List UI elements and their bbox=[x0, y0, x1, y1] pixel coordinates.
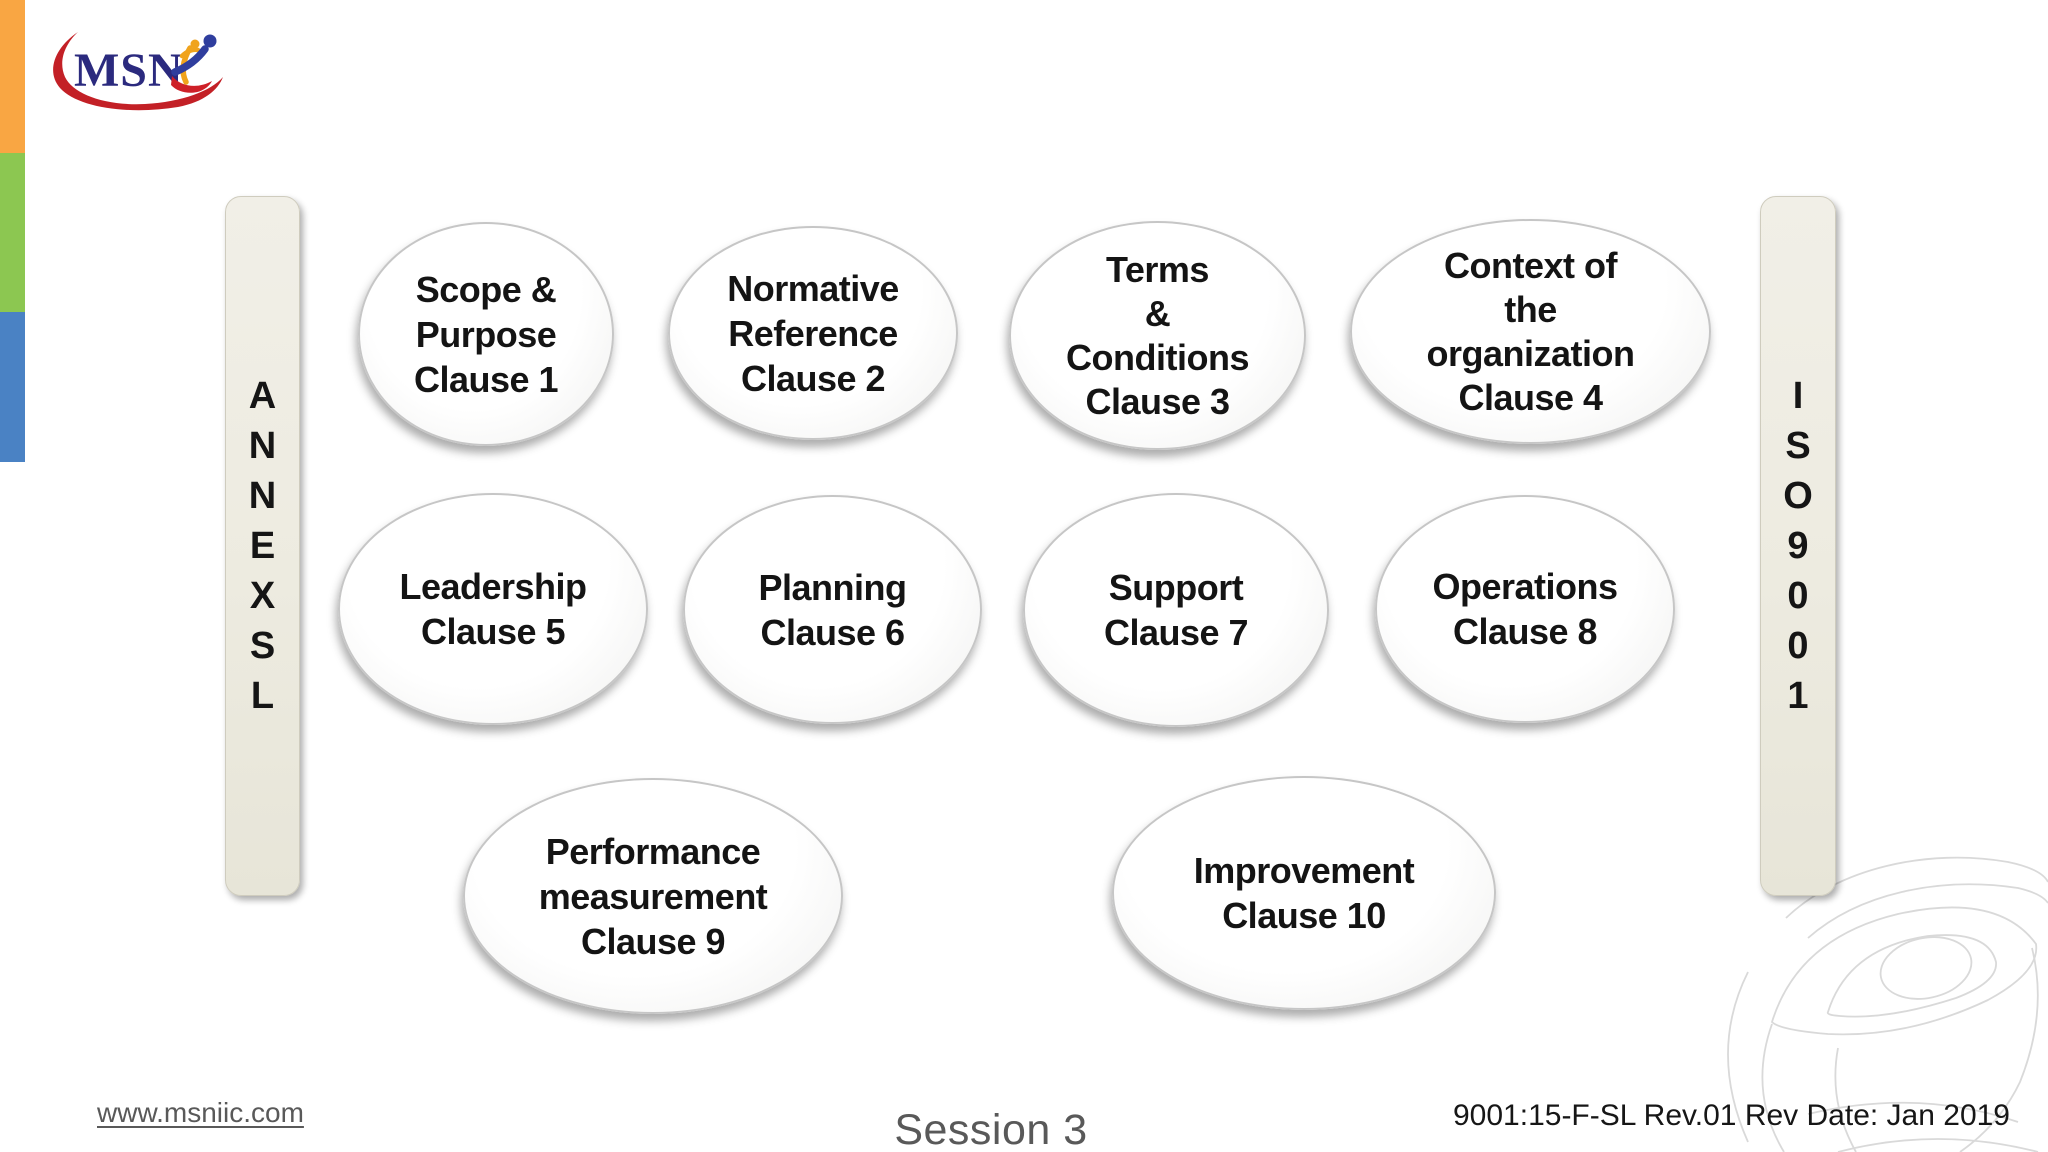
clause-5-label: Leadership Clause 5 bbox=[399, 566, 587, 652]
annex-sl-letters: A N N E X S L bbox=[248, 375, 277, 717]
clause-8-label: Operations Clause 8 bbox=[1432, 566, 1618, 652]
clause-2-label: Normative Reference Clause 2 bbox=[727, 267, 899, 399]
iso-9001-bar: I S O 9 0 0 1 bbox=[1760, 196, 1836, 896]
clause-3-label: Terms & Conditions Clause 3 bbox=[1066, 248, 1249, 422]
clause-ellipse-3: Terms & Conditions Clause 3 bbox=[1009, 221, 1306, 450]
clause-ellipse-9: Performance measurement Clause 9 bbox=[463, 778, 843, 1014]
watermark-swirl-icon bbox=[1727, 856, 2048, 1152]
clause-7-label: Support Clause 7 bbox=[1103, 567, 1249, 653]
stripe-green-segment bbox=[0, 153, 25, 312]
logo-figure-icon bbox=[171, 34, 217, 93]
annex-sl-bar: A N N E X S L bbox=[225, 196, 300, 896]
logo-text: MSN bbox=[74, 44, 184, 97]
msn-logo: MSN bbox=[53, 32, 223, 111]
clause-ellipse-8: Operations Clause 8 bbox=[1375, 495, 1675, 723]
clause-ellipse-5: Leadership Clause 5 bbox=[338, 493, 648, 725]
iso-9001-letters: I S O 9 0 0 1 bbox=[1783, 375, 1813, 717]
clause-ellipse-7: Support Clause 7 bbox=[1023, 493, 1329, 727]
session-label: Session 3 bbox=[894, 1106, 1088, 1152]
clause-ellipse-4: Context of the organization Clause 4 bbox=[1350, 219, 1711, 444]
clause-ellipse-2: Normative Reference Clause 2 bbox=[668, 226, 958, 440]
clause-ellipse-6: Planning Clause 6 bbox=[683, 495, 982, 724]
stripe-orange-segment bbox=[0, 0, 25, 153]
clause-10-label: Improvement Clause 10 bbox=[1193, 850, 1415, 936]
clause-ellipse-10: Improvement Clause 10 bbox=[1112, 776, 1496, 1010]
stripe-blue-segment bbox=[0, 312, 25, 462]
clause-6-label: Planning Clause 6 bbox=[758, 566, 908, 653]
clause-9-label: Performance measurement Clause 9 bbox=[538, 830, 768, 962]
clause-1-label: Scope & Purpose Clause 1 bbox=[413, 268, 559, 400]
logo-swoosh-icon bbox=[53, 32, 223, 111]
website-link[interactable]: www.msniic.com bbox=[97, 1097, 304, 1128]
revision-label: 9001:15-F-SL Rev.01 Rev Date: Jan 2019 bbox=[1453, 1099, 2010, 1132]
clause-ellipse-1: Scope & Purpose Clause 1 bbox=[358, 222, 614, 446]
clause-4-label: Context of the organization Clause 4 bbox=[1426, 244, 1636, 418]
